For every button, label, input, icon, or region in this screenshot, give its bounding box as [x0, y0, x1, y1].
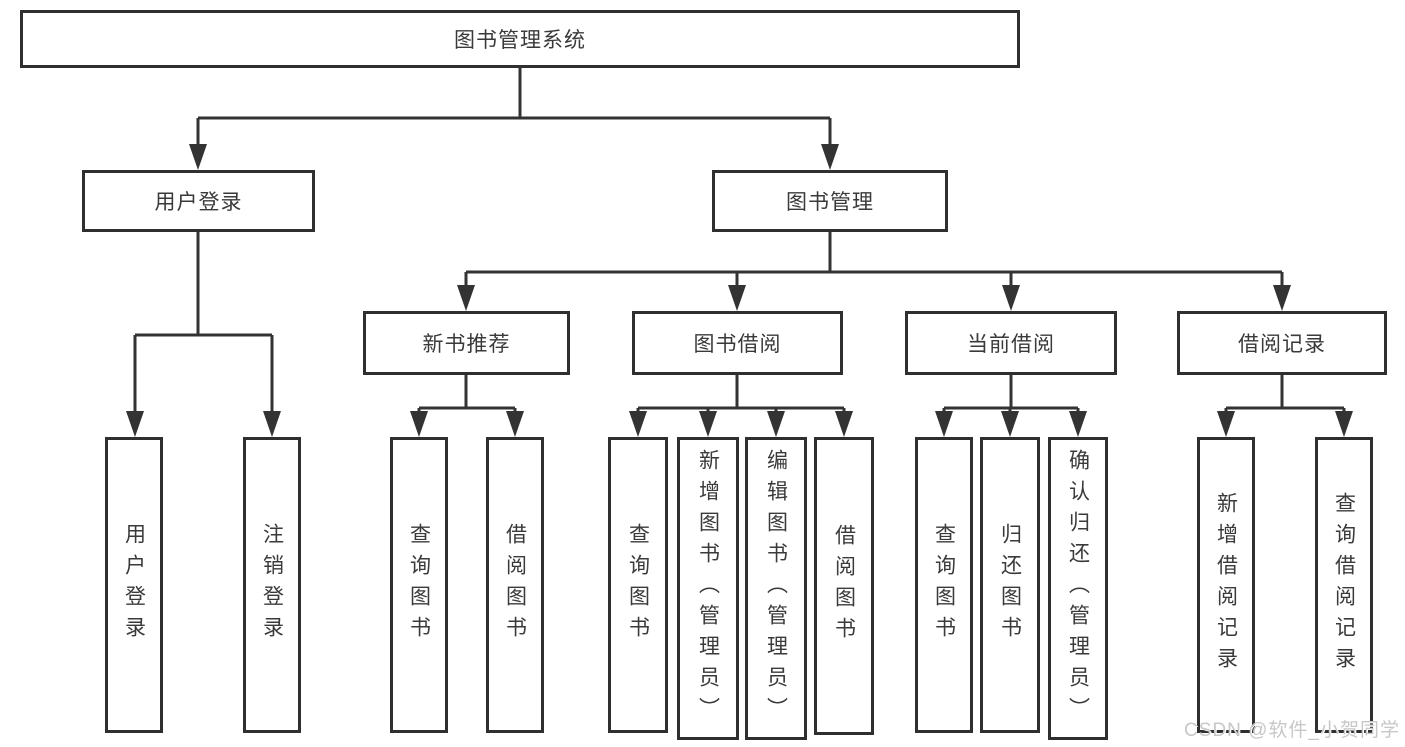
leaf-return-books: 归还图书 — [980, 437, 1040, 733]
leaf-borrow-books-label: 借阅图书 — [832, 524, 856, 648]
leaf-borrow-books-recommend-label: 借阅图书 — [503, 523, 527, 647]
node-root-system: 图书管理系统 — [20, 10, 1020, 68]
leaf-return-books-label: 归还图书 — [998, 523, 1022, 647]
leaf-logout-label: 注销登录 — [260, 523, 284, 647]
leaf-query-borrow-record: 查询借阅记录 — [1315, 437, 1373, 733]
node-borrow-records-label: 借阅记录 — [1238, 333, 1326, 356]
node-user-login-label: 用户登录 — [154, 191, 243, 214]
leaf-query-books-recommend-label: 查询图书 — [407, 523, 431, 647]
leaf-edit-book-admin-label: 编辑图书（管理员） — [764, 449, 788, 728]
node-book-management-label: 图书管理 — [786, 191, 874, 214]
node-book-management: 图书管理 — [712, 170, 948, 232]
node-new-book-recommend: 新书推荐 — [363, 311, 570, 375]
leaf-query-borrow-record-label: 查询借阅记录 — [1332, 492, 1356, 678]
leaf-query-books-borrow: 查询图书 — [608, 437, 668, 733]
leaf-logout: 注销登录 — [243, 437, 301, 733]
node-book-borrow: 图书借阅 — [632, 311, 843, 375]
leaf-add-borrow-record: 新增借阅记录 — [1197, 437, 1255, 733]
node-borrow-records: 借阅记录 — [1177, 311, 1387, 375]
node-root-label: 图书管理系统 — [454, 29, 586, 52]
leaf-add-book-admin: 新增图书（管理员） — [677, 437, 739, 740]
leaf-confirm-return-admin: 确认归还（管理员） — [1048, 437, 1108, 740]
leaf-user-login-label: 用户登录 — [122, 523, 146, 647]
node-current-borrow: 当前借阅 — [905, 311, 1117, 375]
node-book-borrow-label: 图书借阅 — [693, 333, 782, 356]
leaf-query-books-borrow-label: 查询图书 — [626, 523, 650, 647]
node-user-login: 用户登录 — [82, 170, 315, 232]
node-current-borrow-label: 当前借阅 — [967, 333, 1055, 356]
leaf-add-borrow-record-label: 新增借阅记录 — [1214, 492, 1238, 678]
leaf-query-books-current-label: 查询图书 — [932, 523, 956, 647]
csdn-watermark: CSDN @软件_小贺同学 — [1184, 720, 1400, 741]
leaf-query-books-recommend: 查询图书 — [390, 437, 448, 733]
leaf-add-book-admin-label: 新增图书（管理员） — [696, 449, 720, 728]
leaf-borrow-books-recommend: 借阅图书 — [486, 437, 544, 733]
leaf-query-books-current: 查询图书 — [915, 437, 973, 733]
leaf-confirm-return-admin-label: 确认归还（管理员） — [1066, 449, 1090, 728]
node-new-book-recommend-label: 新书推荐 — [422, 333, 511, 356]
leaf-borrow-books: 借阅图书 — [814, 437, 874, 735]
leaf-user-login: 用户登录 — [105, 437, 163, 733]
leaf-edit-book-admin: 编辑图书（管理员） — [745, 437, 807, 740]
